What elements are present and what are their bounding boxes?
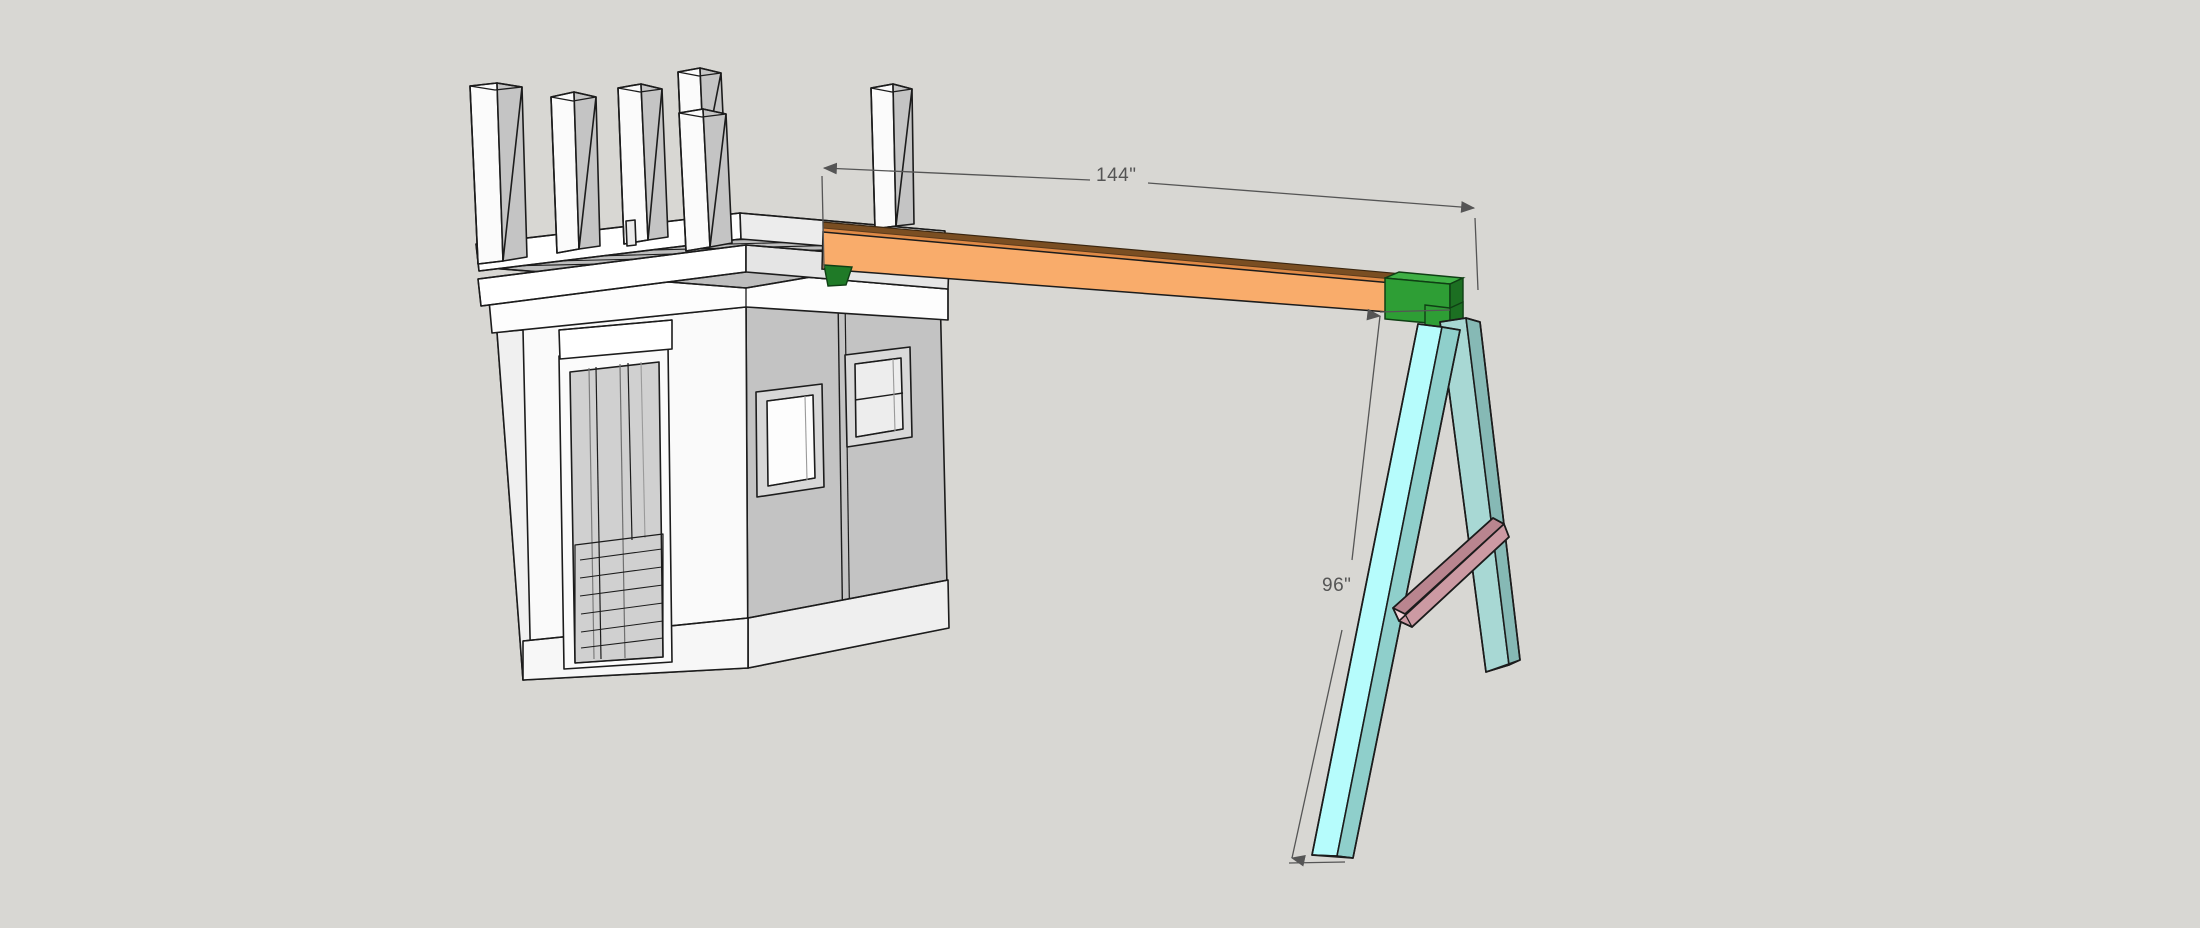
railing-post-stub	[625, 219, 637, 247]
dimension-label-144: 144"	[1096, 165, 1137, 186]
railing-posts[interactable]	[469, 67, 915, 265]
dim96-line-top	[1351, 308, 1382, 561]
interior-floor-slats	[579, 548, 664, 649]
dim96-line-bottom	[1290, 629, 1343, 867]
playhouse-door-opening	[558, 319, 673, 670]
dim144-ext-right	[1474, 217, 1479, 291]
swing-beam[interactable]	[821, 221, 1404, 314]
aframe-leg-front[interactable]	[1311, 323, 1461, 859]
railing-post-5	[678, 108, 733, 252]
playhouse-window-left	[755, 383, 825, 498]
aframe-cross-brace[interactable]	[1392, 517, 1510, 628]
aframe-legs[interactable]	[1311, 317, 1521, 859]
railing-post-1	[469, 82, 528, 265]
railing-post-2	[550, 91, 601, 254]
railing-post-6	[870, 83, 915, 230]
beam-bracket-left[interactable]	[823, 264, 853, 287]
dimension-96[interactable]	[1288, 308, 1451, 867]
aframe-top-bracket[interactable]	[1384, 271, 1466, 332]
railing-post-3	[617, 83, 669, 245]
dimension-144[interactable]	[821, 162, 1479, 291]
dim96-ext-top	[1379, 309, 1451, 313]
dim144-line-right	[1147, 182, 1476, 213]
dim144-line-left	[822, 162, 1091, 181]
dim144-ext-left	[821, 175, 825, 269]
playhouse-window-right	[844, 346, 913, 448]
dimension-label-96: 96"	[1322, 575, 1352, 596]
